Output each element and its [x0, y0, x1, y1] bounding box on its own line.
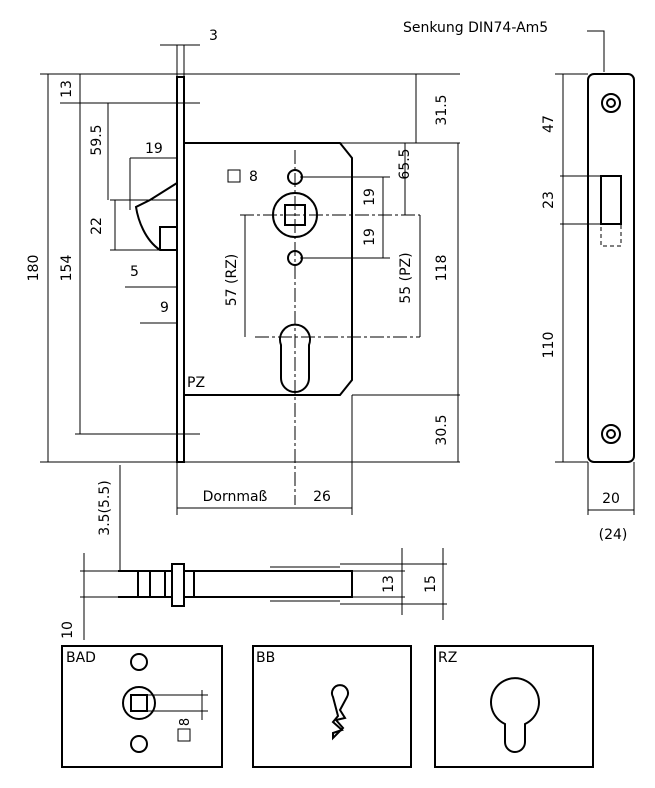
label-30-5: 30.5	[434, 414, 450, 445]
faceplate-side	[587, 73, 635, 463]
label-118: 118	[434, 255, 450, 282]
latch-bolt	[134, 182, 178, 251]
variant-bb: BB	[252, 645, 412, 768]
label-57-rz: 57 (RZ)	[224, 254, 240, 307]
front-view: 3 13 31.5 59.5 19 65.5 8 19 19 22 154 18…	[26, 28, 460, 515]
label-3: 3	[209, 28, 218, 44]
variant-bad: BAD 8	[61, 645, 223, 768]
faceplate	[176, 76, 185, 463]
label-dornmass: Dornmaß	[203, 489, 268, 505]
label-19-latch: 19	[145, 141, 163, 157]
label-bad-square-8: 8	[178, 718, 193, 726]
label-senkung: Senkung DIN74-Am5	[403, 20, 548, 36]
variant-rz-frame	[434, 645, 594, 768]
label-47: 47	[541, 115, 557, 133]
label-65-5: 65.5	[397, 148, 413, 179]
bit-key-keyhole	[331, 684, 349, 741]
label-9: 9	[160, 300, 169, 316]
side-view: Senkung DIN74-Am5 47 23 110 20 (24)	[403, 20, 635, 543]
case-top	[183, 570, 353, 598]
countersink-bottom	[601, 424, 621, 444]
label-15: 15	[423, 575, 439, 593]
label-154: 154	[59, 255, 75, 282]
label-55-pz: 55 (PZ)	[398, 252, 414, 303]
label-pz: PZ	[187, 375, 205, 391]
label-26: 26	[313, 489, 331, 505]
label-59-5: 59.5	[89, 124, 105, 155]
label-5: 5	[130, 264, 139, 280]
label-180: 180	[26, 255, 42, 282]
countersink-top	[601, 93, 621, 113]
label-rz: RZ	[438, 650, 457, 666]
faceplate-top	[171, 563, 185, 607]
label-13: 13	[59, 80, 75, 98]
label-24: (24)	[599, 527, 628, 543]
label-20: 20	[602, 491, 620, 507]
label-3-5: 3.5(5.5)	[97, 480, 113, 535]
label-23: 23	[541, 191, 557, 209]
top-view: 3.5(5.5) 13 15 10	[60, 465, 447, 640]
variant-rz: RZ	[434, 645, 594, 768]
lock-case	[183, 142, 353, 396]
latch-window	[600, 175, 622, 225]
label-bad: BAD	[66, 650, 96, 666]
label-bb: BB	[256, 650, 275, 666]
label-110: 110	[541, 332, 557, 359]
label-square-8: 8	[249, 169, 258, 185]
label-19-lower: 19	[362, 228, 378, 246]
label-31-5: 31.5	[434, 94, 450, 125]
variant-bb-frame	[252, 645, 412, 768]
variant-bad-frame	[61, 645, 223, 768]
label-22: 22	[89, 217, 105, 235]
latch-bolt-notch	[159, 226, 177, 250]
label-13-top: 13	[381, 575, 397, 593]
square-symbol	[227, 169, 241, 183]
label-10: 10	[60, 621, 76, 639]
round-cylinder-cutout	[490, 677, 540, 753]
cylinder-cutout	[279, 323, 311, 393]
label-19-upper: 19	[362, 188, 378, 206]
